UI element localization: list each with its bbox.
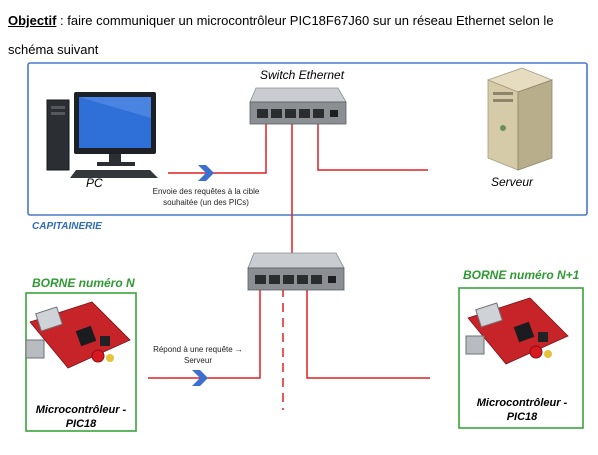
borne-n1-box [458, 287, 584, 429]
reply-caption: Répond à une requête → Serveur [153, 345, 243, 365]
mcu-label-left: Microcontrôleur - PIC18 [35, 404, 127, 430]
mcu-label-right: Microcontrôleur - PIC18 [476, 397, 568, 423]
cable-borne-n1 [306, 288, 430, 379]
server-label: Serveur [491, 175, 534, 189]
cable-switch-server [317, 124, 428, 171]
cable-pc-switch [168, 124, 267, 174]
objective-keyword: Objectif [8, 13, 57, 28]
capitainerie-label: CAPITAINERIE [32, 221, 102, 232]
borne-n-box [25, 292, 137, 432]
request-caption: Envoie des requêtes à la cible souhaitée… [152, 187, 260, 207]
objective-body: : faire communiquer un microcontrôleur P… [8, 13, 554, 57]
cable-borne-n [148, 288, 261, 379]
pc-icon [46, 92, 158, 178]
server-icon [486, 67, 554, 171]
objective-text: Objectif : faire communiquer un microcon… [8, 6, 588, 64]
switch-label: Switch Ethernet [260, 68, 345, 82]
request-arrow [198, 165, 214, 181]
borne-n-label: BORNE numéro N [32, 276, 135, 290]
borne-n1-label: BORNE numéro N+1 [463, 268, 580, 282]
reply-arrow [192, 370, 208, 386]
pic-board-right [465, 297, 569, 365]
pic-board-left [25, 301, 131, 369]
capitainerie-zone [27, 62, 588, 216]
pc-label: PC [86, 176, 103, 190]
cables [148, 124, 430, 410]
switch-top-icon [249, 87, 347, 125]
switch-bottom-icon [247, 252, 345, 291]
